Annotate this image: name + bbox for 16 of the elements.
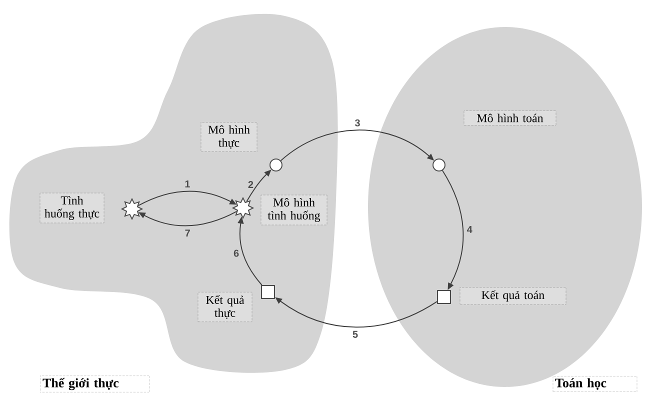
text-box: Kết quả toán [460, 287, 566, 305]
edge-label: 4 [466, 226, 472, 233]
text-box: Kết quả thực [198, 292, 252, 322]
edge-label: 6 [234, 250, 239, 257]
text-box: Mô hình tình huống [260, 194, 328, 226]
node-label: Thế giới thực [42, 378, 119, 390]
edge-label: 7 [185, 230, 190, 236]
square-marker [261, 285, 275, 299]
text-box: Mô hình thực [200, 122, 258, 152]
edge-label: 2 [248, 181, 254, 188]
edge-label: 3 [354, 119, 360, 126]
edge-label: 1 [185, 180, 190, 188]
text-box: Tình huống thực [40, 192, 104, 224]
edge-label: 5 [352, 330, 358, 338]
text-box: Mô hình toán [464, 110, 556, 126]
square-marker [437, 290, 451, 304]
